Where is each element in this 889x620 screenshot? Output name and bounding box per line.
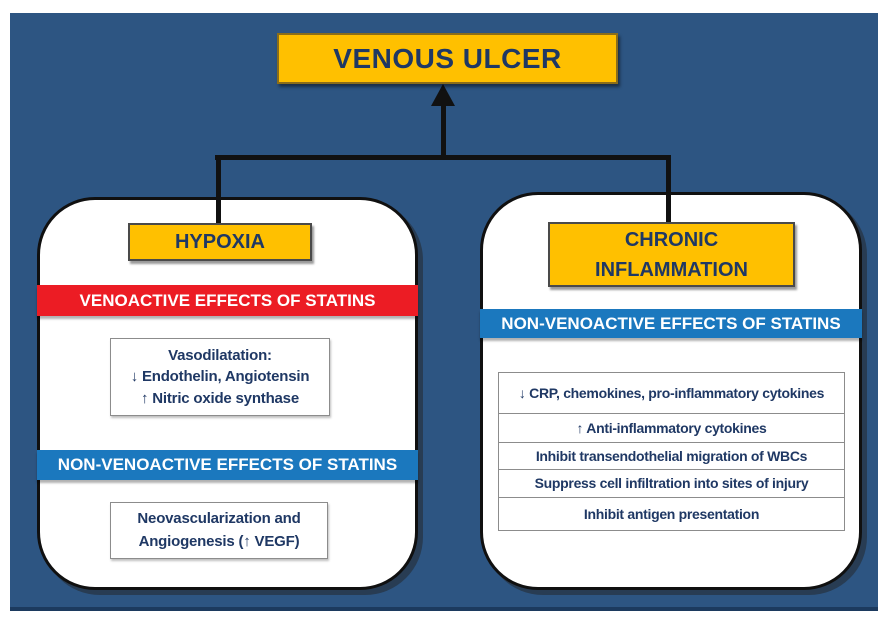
nonvenoactive-effects-label-right: NON-VENOACTIVE EFFECTS OF STATINS xyxy=(501,313,841,333)
neovascularization-text: Neovascularization and Angiogenesis (↑ V… xyxy=(137,510,301,550)
vasodilatation-box: Vasodilatation: ↓ Endothelin, Angiotensi… xyxy=(110,338,330,416)
chronic-heading-line2: INFLAMMATION xyxy=(595,258,748,281)
hypoxia-panel: HYPOXIA VENOACTIVE EFFECTS OF STATINS Va… xyxy=(37,197,418,590)
right-branch-line xyxy=(666,157,671,223)
left-branch-line xyxy=(216,157,221,225)
venoactive-effects-banner: VENOACTIVE EFFECTS OF STATINS xyxy=(37,285,418,316)
statin-effects-table: ↓ CRP, chemokines, pro-inflammatory cyto… xyxy=(498,372,845,531)
nitric-oxide-line: ↑ Nitric oxide synthase xyxy=(141,389,299,407)
chronic-inflammation-panel: CHRONIC INFLAMMATION NON-VENOACTIVE EFFE… xyxy=(480,192,862,590)
neovascularization-box: Neovascularization and Angiogenesis (↑ V… xyxy=(110,502,328,559)
table-row: Suppress cell infiltration into sites of… xyxy=(498,469,845,498)
table-row: ↑ Anti-inflammatory cytokines xyxy=(498,413,845,443)
nonvenoactive-effects-label-left: NON-VENOACTIVE EFFECTS OF STATINS xyxy=(57,455,398,474)
nonvenoactive-effects-banner-left: NON-VENOACTIVE EFFECTS OF STATINS xyxy=(37,450,418,480)
table-row: ↓ CRP, chemokines, pro-inflammatory cyto… xyxy=(498,372,845,414)
venoactive-effects-label: VENOACTIVE EFFECTS OF STATINS xyxy=(79,290,376,310)
endothelin-angiotensin-line: ↓ Endothelin, Angiotensin xyxy=(130,368,310,386)
hypoxia-heading-box: HYPOXIA xyxy=(128,223,312,261)
branch-horizontal-line xyxy=(215,155,671,160)
table-row: Inhibit antigen presentation xyxy=(498,497,845,531)
nonvenoactive-effects-banner-right: NON-VENOACTIVE EFFECTS OF STATINS xyxy=(480,309,862,338)
table-row: Inhibit transendothelial migration of WB… xyxy=(498,442,845,470)
chronic-heading-line1: CHRONIC xyxy=(624,228,719,251)
venous-ulcer-title-label: VENOUS ULCER xyxy=(333,42,562,74)
arrow-stem-line xyxy=(441,104,446,157)
vasodilatation-line: Vasodilatation: xyxy=(168,347,272,364)
arrow-up-icon xyxy=(431,84,455,106)
venous-ulcer-title-box: VENOUS ULCER xyxy=(277,33,618,84)
hypoxia-heading-label: HYPOXIA xyxy=(174,230,266,253)
chronic-inflammation-heading-box: CHRONIC INFLAMMATION xyxy=(548,222,795,287)
